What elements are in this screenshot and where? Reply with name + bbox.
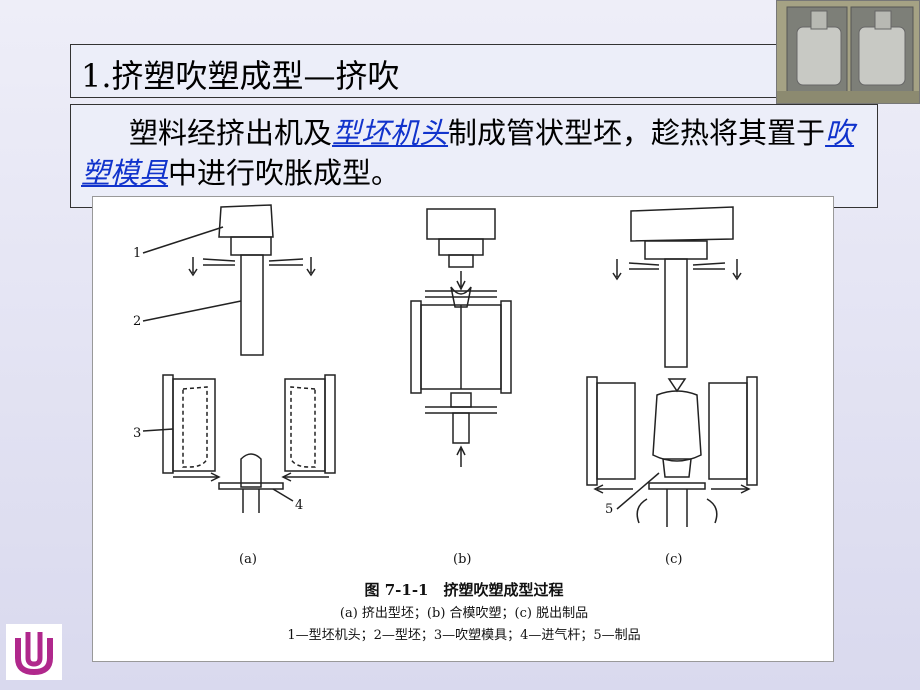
figure-legend: 1—型坯机头；2—型坯；3—吹塑模具；4—进气杆；5—制品: [287, 627, 640, 643]
description-text: 塑料经挤出机及型坯机头制成管状型坯，趁热将其置于吹塑模具中进行吹胀成型。: [81, 113, 871, 193]
mold-photo: [776, 0, 920, 104]
figure-caption: 图 7-1-1 挤塑吹塑成型过程: [365, 581, 564, 599]
panel-label-a: (a): [239, 552, 257, 567]
desc-part3: 中进行吹胀成型。: [168, 156, 401, 190]
part-label-4: 4: [295, 498, 303, 513]
part-label-2: 2: [133, 314, 141, 329]
description-box: 塑料经挤出机及型坯机头制成管状型坯，趁热将其置于吹塑模具中进行吹胀成型。: [70, 104, 878, 208]
panel-c-drawing: [586, 206, 758, 527]
panel-label-c: (c): [665, 552, 682, 567]
desc-part1: 塑料经挤出机及: [129, 116, 333, 150]
school-logo-icon: [6, 624, 62, 680]
title-box: 1.挤塑吹塑成型—挤吹: [70, 44, 850, 98]
part-label-5: 5: [605, 502, 613, 517]
part-label-1: 1: [133, 246, 141, 261]
figure-subcaption: (a) 挤出型坯；(b) 合模吹塑；(c) 脱出制品: [340, 606, 588, 621]
slide-title: 1.挤塑吹塑成型—挤吹: [81, 57, 400, 95]
panel-label-b: (b): [453, 552, 471, 567]
process-figure: 1 2 3 4 5 (a) (b) (c) 图 7-1-1 挤塑吹塑成型过程 (…: [92, 196, 834, 662]
link-parison-die[interactable]: 型坯机头: [332, 116, 449, 150]
process-diagram: 1 2 3 4 5 (a) (b) (c) 图 7-1-1 挤塑吹塑成型过程 (…: [133, 204, 758, 643]
desc-part2: 制成管状型坯，趁热将其置于: [448, 116, 826, 150]
panel-b-drawing: [410, 208, 512, 467]
part-label-3: 3: [133, 426, 141, 441]
panel-a-drawing: [142, 204, 336, 513]
link-blow-mold[interactable]: 吹塑模具: [81, 116, 855, 190]
mold-photo-image: [777, 1, 919, 103]
